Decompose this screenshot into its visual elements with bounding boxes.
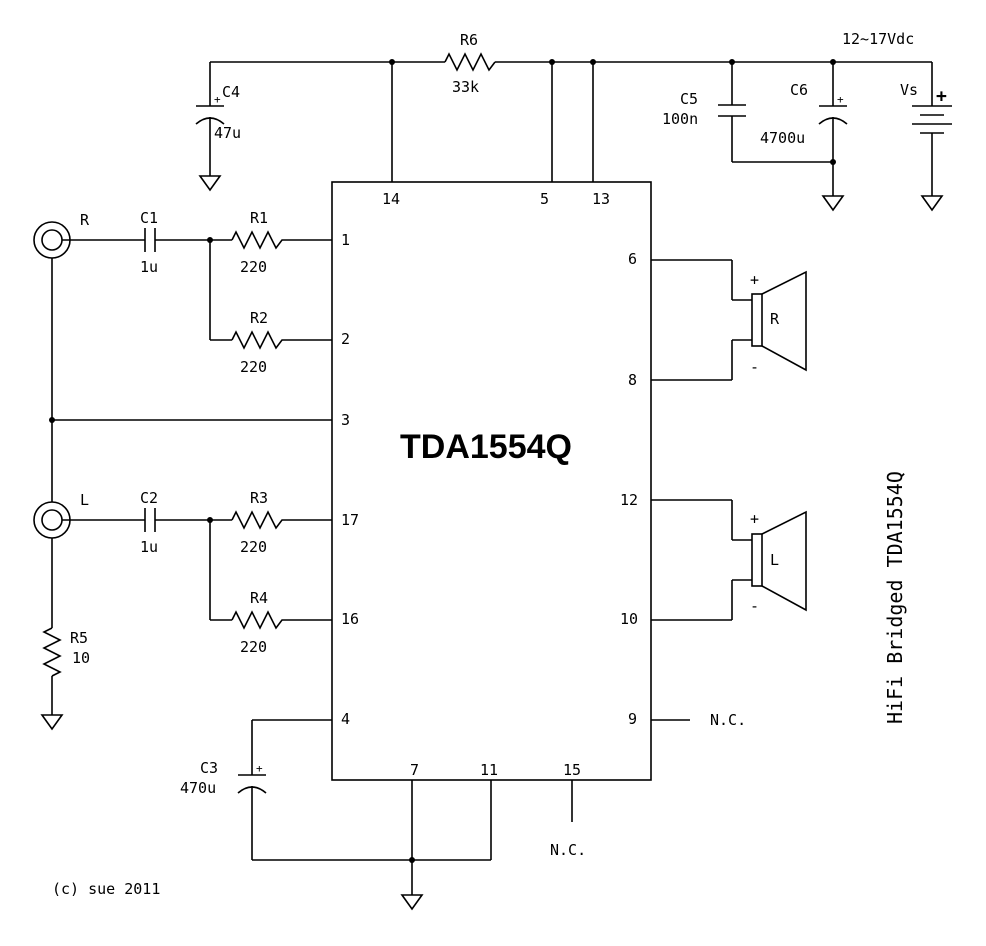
r2-value: 220: [240, 358, 267, 376]
c2-capacitor: [144, 508, 232, 532]
r4-name: R4: [250, 589, 268, 607]
r5-name: R5: [70, 629, 88, 647]
copyright-label: (c) sue 2011: [52, 880, 160, 898]
c1-capacitor: [144, 228, 232, 252]
c3-name: C3: [200, 759, 218, 777]
pin15-nc-label: N.C.: [550, 841, 586, 859]
speaker-left-plus: +: [750, 510, 759, 528]
pin-3: 3: [341, 411, 350, 429]
input-jack-right: [33, 221, 145, 259]
pin-12: 12: [620, 491, 638, 509]
vs-name: Vs: [900, 81, 918, 99]
c2-name: C2: [140, 489, 158, 507]
c3-plus: +: [256, 762, 263, 775]
ic-body: [331, 181, 652, 781]
ic-label: TDA1554Q: [400, 428, 572, 466]
pin-11: 11: [480, 761, 498, 779]
c4-name: C4: [222, 83, 240, 101]
input-right-label: R: [80, 211, 90, 229]
input-ground-line: [49, 258, 332, 502]
speaker-left-label: L: [770, 551, 779, 569]
speaker-right-wires: [651, 259, 752, 381]
vs-plus: +: [936, 86, 947, 107]
c1-value: 1u: [140, 258, 158, 276]
speaker-right-plus: +: [750, 271, 759, 289]
c3-capacitor: [237, 719, 332, 860]
pin-5: 5: [540, 190, 549, 208]
pin-2: 2: [341, 330, 350, 348]
pin-7: 7: [410, 761, 419, 779]
pin-4: 4: [341, 710, 350, 728]
r6-resistor: [444, 52, 496, 72]
r3-resistor: [231, 510, 332, 530]
r2-resistor: [209, 240, 332, 350]
input-jack-left: [33, 501, 145, 539]
pin-6: 6: [628, 250, 637, 268]
speaker-right-label: R: [770, 310, 780, 328]
r1-name: R1: [250, 209, 268, 227]
speaker-right: [751, 270, 807, 372]
c6-capacitor: [818, 62, 848, 212]
pin-1: 1: [341, 231, 350, 249]
c4-value: 47u: [214, 124, 241, 142]
pin-13: 13: [592, 190, 610, 208]
c6-name: C6: [790, 81, 808, 99]
r4-resistor: [209, 520, 332, 630]
r3-name: R3: [250, 489, 268, 507]
speaker-left: [751, 510, 807, 612]
c4-plus: +: [214, 93, 221, 106]
c5-value: 100n: [662, 110, 698, 128]
c5-capacitor: [718, 62, 833, 163]
pin-8: 8: [628, 371, 637, 389]
r5-resistor: [40, 538, 64, 731]
pin-15: 15: [563, 761, 581, 779]
c4-capacitor: [195, 62, 225, 192]
r3-value: 220: [240, 538, 267, 556]
c2-value: 1u: [140, 538, 158, 556]
r4-value: 220: [240, 638, 267, 656]
pin9-nc-label: N.C.: [710, 711, 746, 729]
pin-16: 16: [341, 610, 359, 628]
c6-value: 4700u: [760, 129, 805, 147]
speaker-left-wires: [651, 499, 752, 621]
r2-name: R2: [250, 309, 268, 327]
speaker-left-minus: -: [750, 597, 759, 615]
c6-plus: +: [837, 93, 844, 106]
c3-value: 470u: [180, 779, 216, 797]
vs-battery: [912, 62, 952, 212]
pin-10: 10: [620, 610, 638, 628]
input-left-label: L: [80, 491, 89, 509]
r6-value: 33k: [452, 78, 479, 96]
supply-voltage-label: 12~17Vdc: [842, 30, 914, 48]
bottom-ground-network: [252, 780, 492, 911]
pin-14: 14: [382, 190, 400, 208]
c5-name: C5: [680, 90, 698, 108]
schematic-title: HiFi Bridged TDA1554Q: [883, 471, 907, 724]
speaker-right-minus: -: [750, 358, 759, 376]
r1-value: 220: [240, 258, 267, 276]
supply-rail: [210, 59, 932, 182]
r5-value: 10: [72, 649, 90, 667]
pin-9: 9: [628, 710, 637, 728]
r1-resistor: [231, 230, 332, 250]
pin-17: 17: [341, 511, 359, 529]
r6-name: R6: [460, 31, 478, 49]
c1-name: C1: [140, 209, 158, 227]
